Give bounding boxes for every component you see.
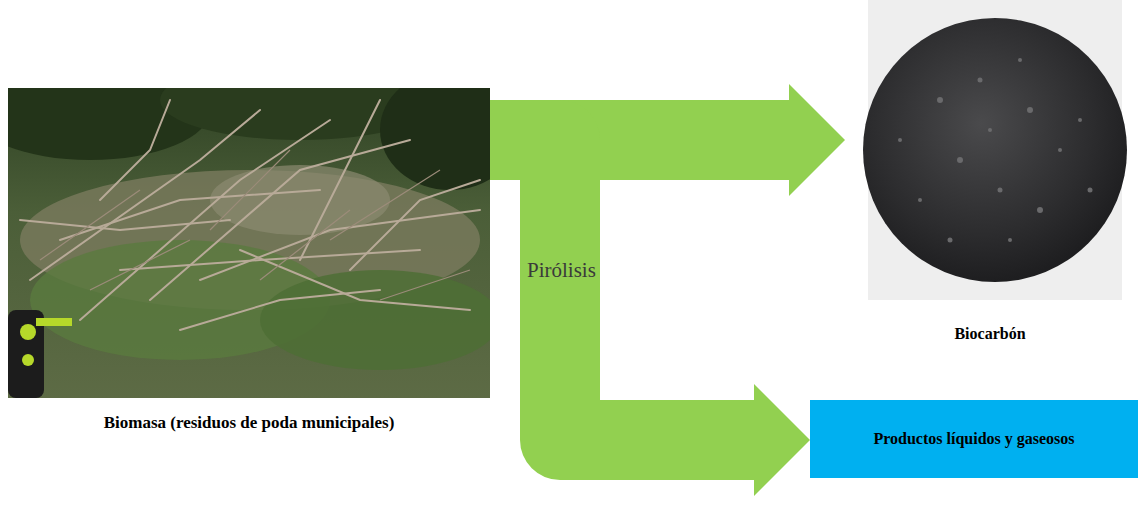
arrow-band [490,140,755,440]
flow-arrow [490,140,810,496]
process-box: Productos líquidos y gaseosos [810,400,1138,478]
process-label: Pirólisis [527,258,596,283]
node-text: Productos líquidos y gaseosos [873,430,1074,448]
photo-node: Biomasa (residuos de poda municipales) [8,88,490,433]
photo-node: Biocarbón [845,0,1135,343]
arrow-head [754,384,810,496]
node-text: Biocarbón [954,325,1025,343]
hose-reel [8,310,72,398]
arrow-head [789,84,845,196]
biomass-photo [8,88,490,398]
node-text: Biomasa (residuos de poda municipales) [104,413,395,433]
biochar-photo [863,0,1127,300]
